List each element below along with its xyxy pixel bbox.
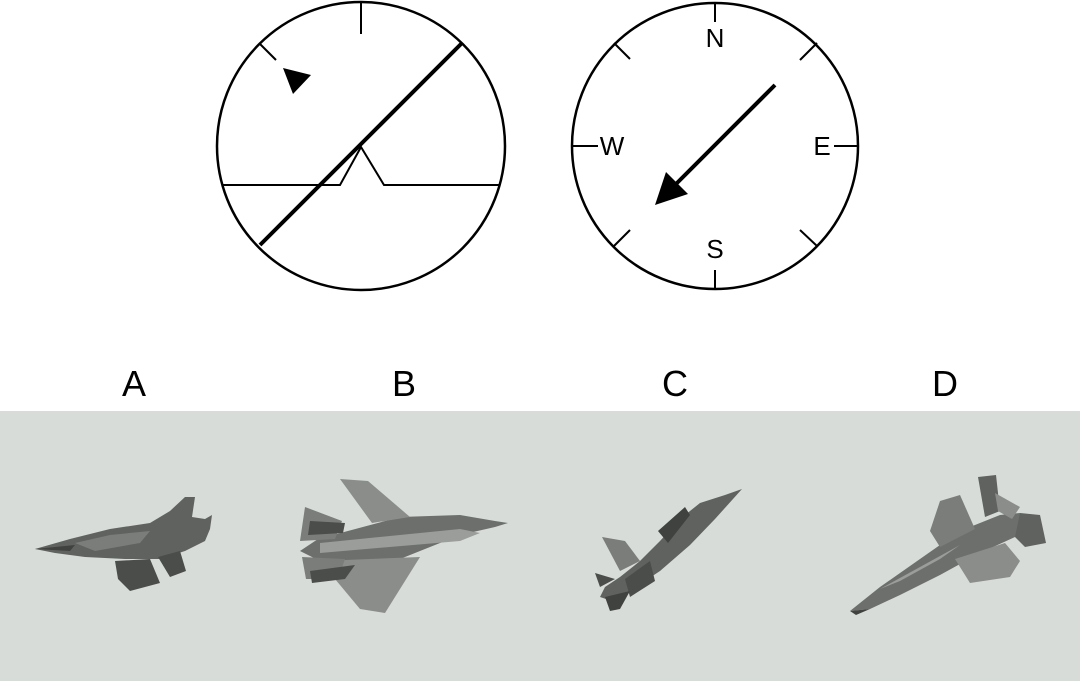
instrument-panel: N S W E [215, 0, 860, 292]
bank-pointer-icon [283, 68, 311, 94]
compass-north-label: N [706, 23, 725, 53]
aircraft-options-panel [0, 411, 1080, 681]
option-b-aircraft-icon[interactable] [300, 479, 508, 613]
aircraft-reference-symbol [222, 145, 500, 186]
heading-arrow-icon [655, 172, 688, 205]
option-d-label: D [932, 363, 958, 404]
option-c-label: C [662, 363, 688, 404]
option-a-label: A [121, 363, 146, 404]
compass-east-label: E [813, 131, 830, 161]
option-a-aircraft-icon[interactable] [35, 497, 212, 591]
option-d-aircraft-icon[interactable] [850, 475, 1046, 615]
horizon-left-tick [258, 42, 277, 61]
heading-arrow-shaft [670, 83, 777, 190]
option-c-aircraft-icon[interactable] [595, 489, 742, 611]
artificial-horizon [215, 0, 507, 292]
horizon-line [258, 41, 464, 247]
compass-west-label: W [600, 131, 625, 161]
option-b-label: B [391, 363, 416, 404]
compass: N S W E [570, 1, 860, 291]
compass-south-label: S [706, 234, 723, 264]
